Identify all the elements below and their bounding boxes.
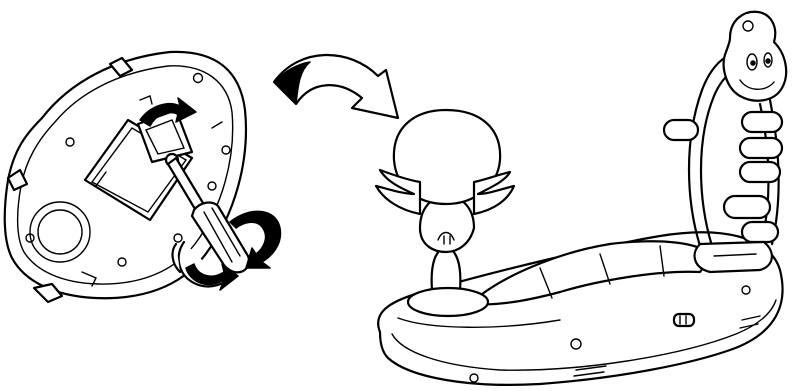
ring xyxy=(738,136,784,160)
rotate-arrows-icon xyxy=(171,210,282,291)
ring xyxy=(662,118,700,142)
ring xyxy=(738,160,782,184)
nose-tip xyxy=(32,282,64,304)
rim-tab-top xyxy=(108,56,134,78)
slide-switch xyxy=(672,312,696,328)
turn-arrow-icon xyxy=(139,97,197,127)
eye xyxy=(746,53,758,71)
boat-hull xyxy=(377,231,784,386)
screw-hole xyxy=(117,257,127,267)
hull-screw xyxy=(570,338,582,350)
joystick xyxy=(374,108,516,318)
screw-hole xyxy=(173,233,183,243)
character-head xyxy=(722,10,788,102)
joystick-base xyxy=(406,286,490,318)
screw-hole xyxy=(207,181,217,191)
ring xyxy=(722,194,772,220)
hull-screw xyxy=(469,373,479,383)
eye xyxy=(763,52,773,68)
hull-screw xyxy=(741,285,751,295)
screw-hole xyxy=(221,145,231,155)
toy-underside-illustration xyxy=(3,50,282,304)
wing-left xyxy=(374,168,422,216)
screw-hole xyxy=(192,72,204,84)
ring xyxy=(740,110,784,134)
ring xyxy=(740,220,780,244)
flip-arrow-icon xyxy=(272,53,400,120)
joystick-knob xyxy=(392,108,502,206)
wing-right xyxy=(472,170,516,216)
speaker-grille xyxy=(29,201,91,263)
rim-tab-left xyxy=(6,168,29,192)
screw-hole xyxy=(65,137,75,147)
assembled-toy-illustration xyxy=(374,10,788,386)
